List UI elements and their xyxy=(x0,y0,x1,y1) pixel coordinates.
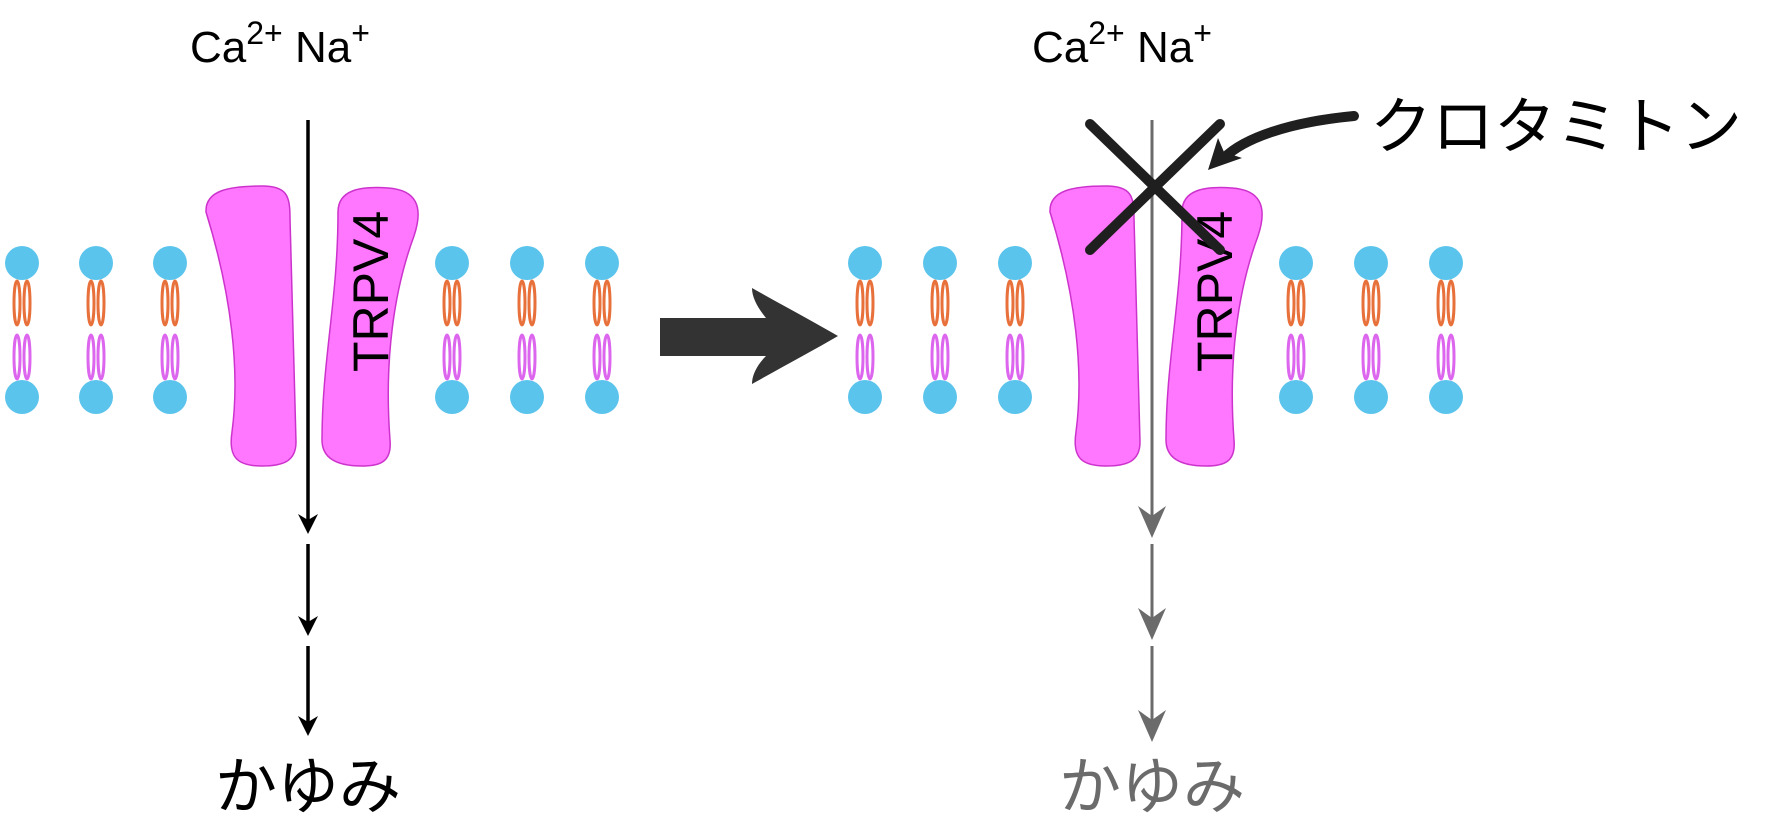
left-membrane xyxy=(3,244,621,416)
inhibition-cross-icon xyxy=(1085,119,1225,255)
left-channel-protein: TRPV4 xyxy=(205,185,419,467)
right-channel-protein: TRPV4 xyxy=(1049,185,1263,467)
inhibitor-label: クロタミトン xyxy=(1370,90,1742,163)
curved-arrow-head xyxy=(1208,138,1242,170)
transition-arrow-icon xyxy=(660,288,838,384)
right-signal-arrowheads xyxy=(1138,506,1166,742)
left-result-label: かゆみ xyxy=(215,750,401,823)
right-panel: Ca2+ Na+ TRPV4 xyxy=(846,15,1742,823)
curved-arrow-icon xyxy=(1219,111,1359,163)
right-channel-label: TRPV4 xyxy=(1187,211,1243,372)
left-channel-label: TRPV4 xyxy=(343,211,399,372)
right-result-label: かゆみ xyxy=(1059,750,1245,823)
right-membrane xyxy=(846,244,1465,416)
left-ions-label: Ca2+ Na+ xyxy=(190,15,370,72)
left-panel: Ca2+ Na+ TRPV4 かゆみ xyxy=(3,15,621,823)
right-ions-label: Ca2+ Na+ xyxy=(1032,15,1212,72)
